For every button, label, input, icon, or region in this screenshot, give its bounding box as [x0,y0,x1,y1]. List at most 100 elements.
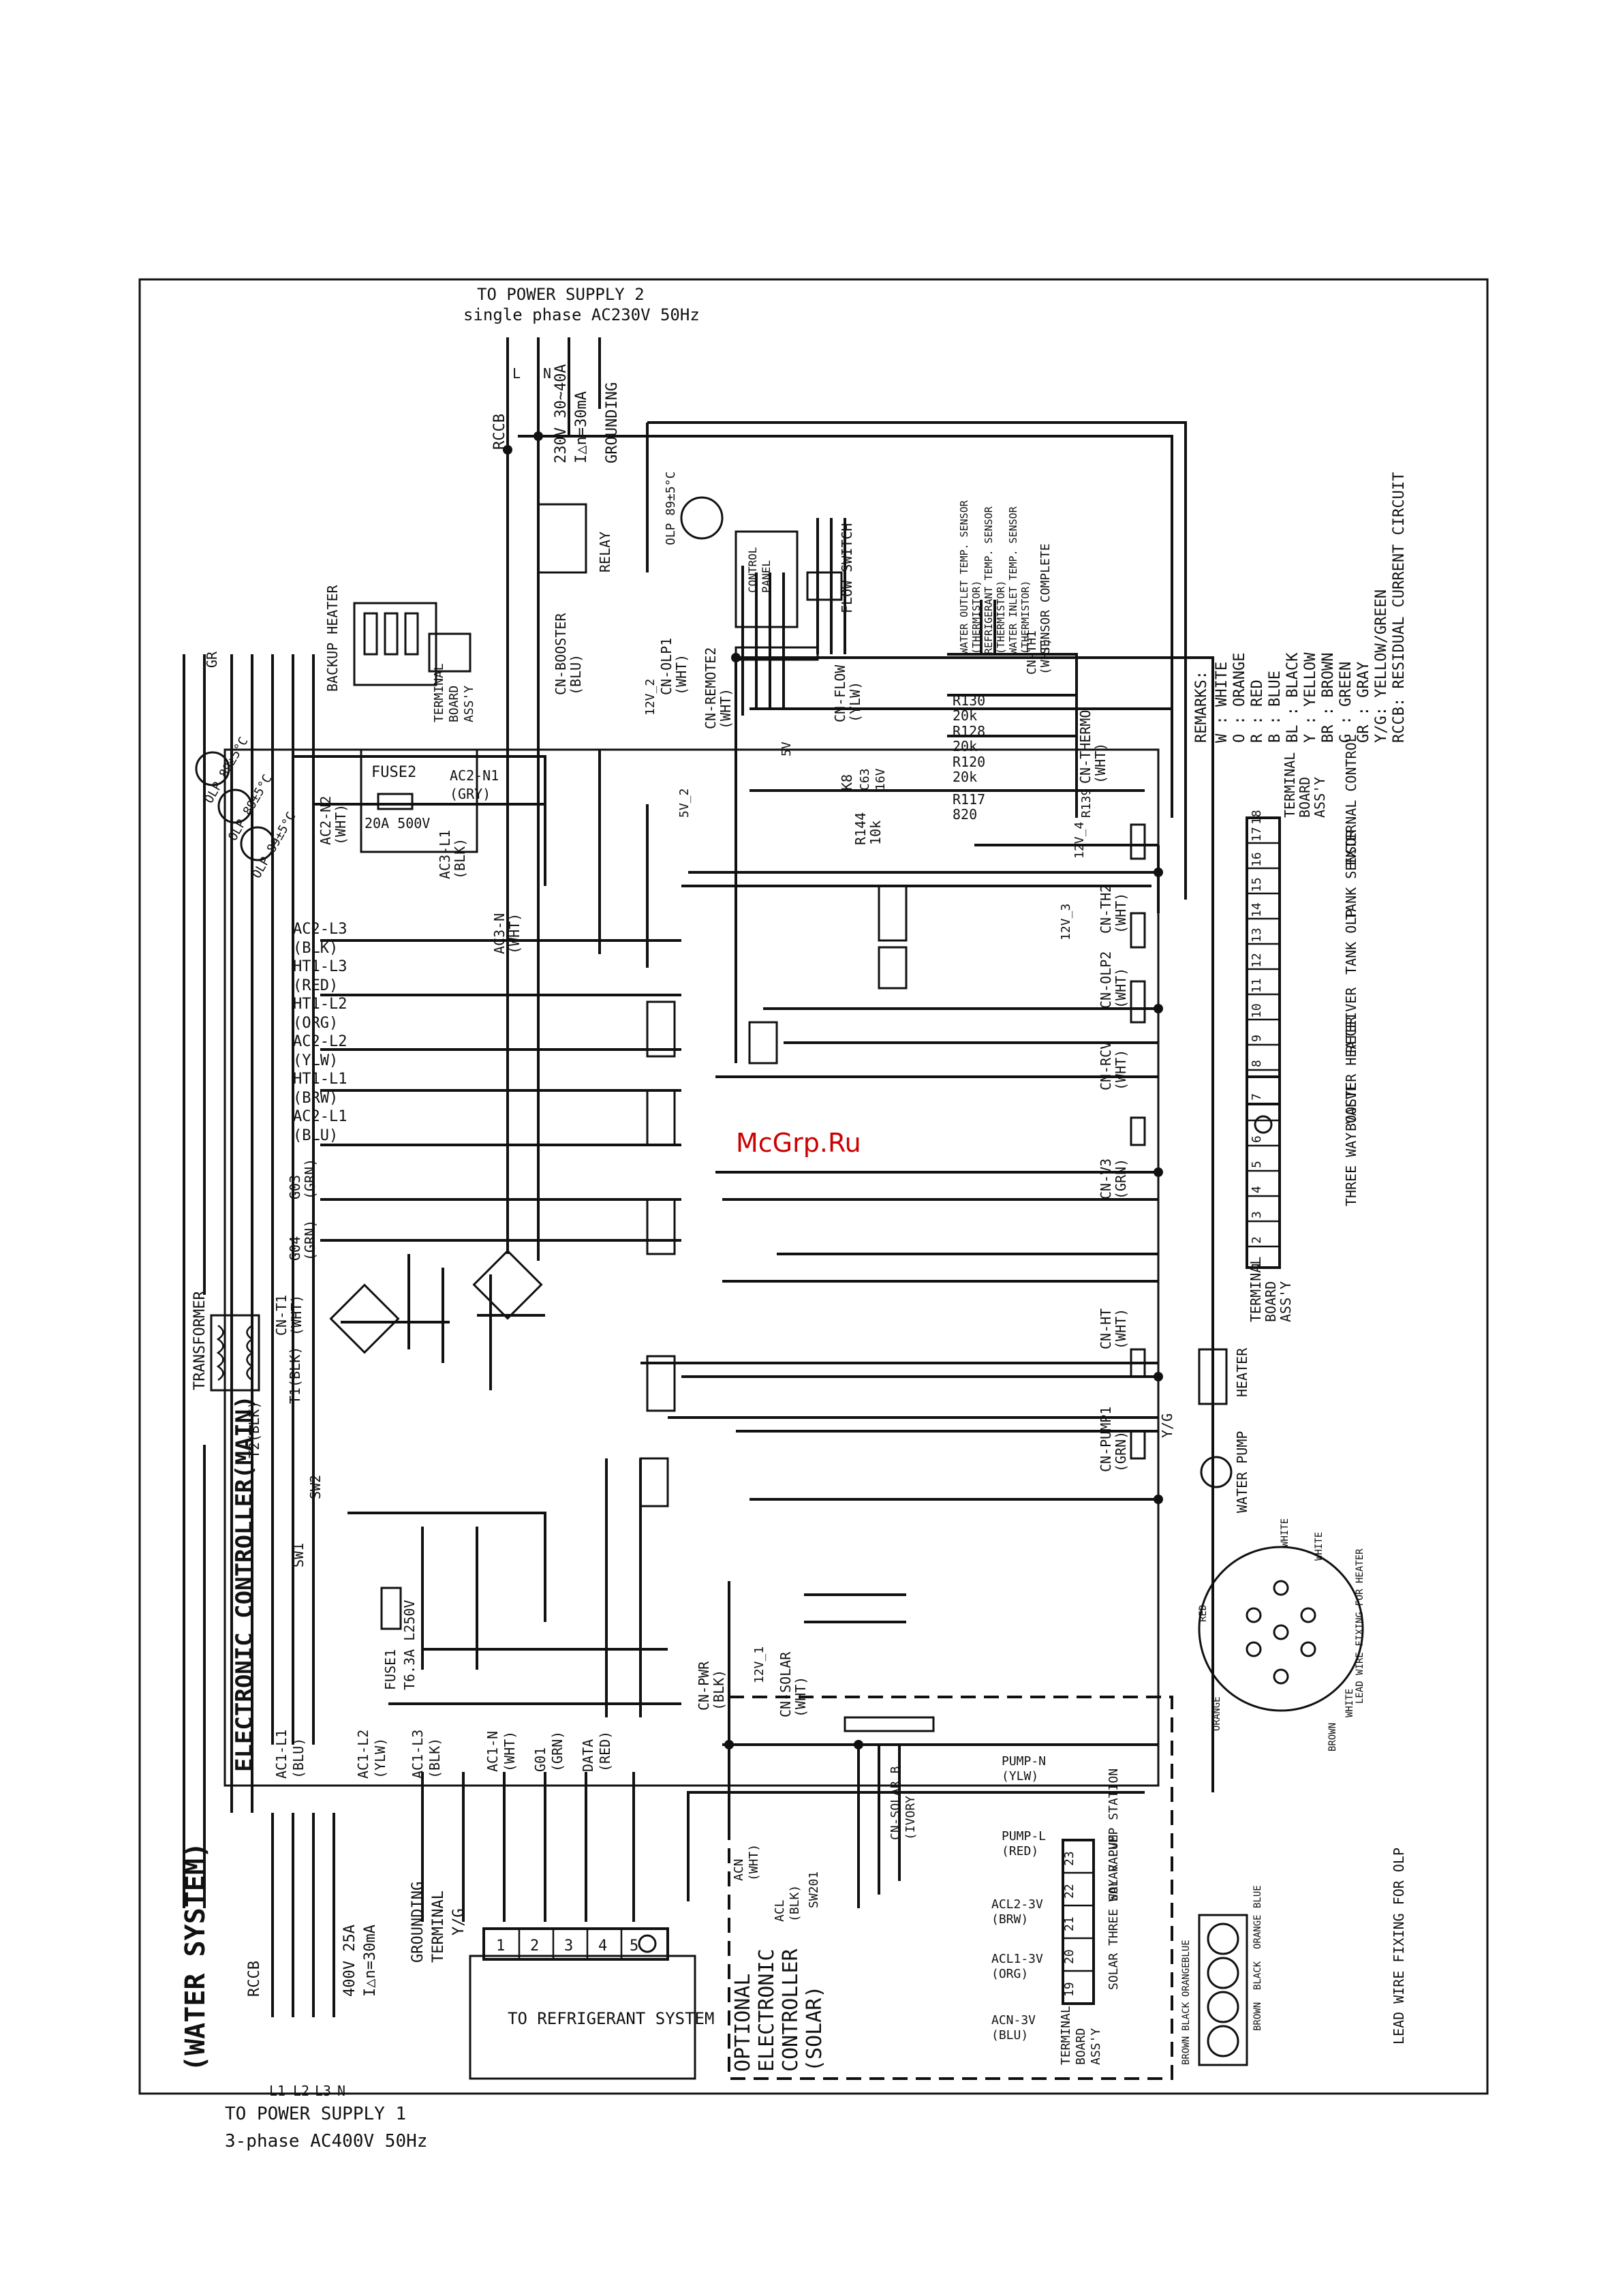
left-connector-labels: AC2-L3 (BLK) HT1-L3 (RED) HT1-L2 (ORG) A… [273,921,347,1336]
svg-text:PANEL: PANEL [760,560,773,593]
svg-text:7: 7 [1250,1093,1264,1101]
svg-text:(WHT): (WHT) [1113,1308,1129,1349]
svg-text:(THERMISTOR): (THERMISTOR) [970,581,983,654]
svg-text:AC1-L2: AC1-L2 [355,1730,371,1779]
olp-left-label-3: OLP 89±5°C [249,810,298,881]
svg-text:AC1-L3: AC1-L3 [409,1730,426,1779]
svg-text:TANK SENSOR: TANK SENSOR [1343,829,1359,920]
svg-text:CN-V3: CN-V3 [1098,1159,1114,1199]
terminal-board-right-label: TERMINAL BOARD ASS'Y TERMINAL BOARD ASS'… [1248,752,1328,1322]
svg-text:HT1-L3: HT1-L3 [293,958,347,975]
svg-text:AC2-L2: AC2-L2 [293,1033,347,1050]
svg-text:CN-SOLAR: CN-SOLAR [777,1651,794,1717]
svg-text:(WHT): (WHT) [288,1295,305,1336]
watermark: McGrp.Ru [736,1128,861,1158]
terminal-numbers-right: 1 2 3 4 5 6 7 8 9 10 11 12 13 14 15 16 1… [1250,810,1264,1269]
svg-text:BL : BLACK: BL : BLACK [1284,652,1301,743]
olp-wire-colors: BLUE ORANGE BLACK BROWN BLUE ORANGE BLAC… [1181,1885,1263,2065]
svg-text:CN-HT: CN-HT [1098,1308,1114,1349]
svg-text:(WHT): (WHT) [1113,968,1129,1009]
svg-text:9: 9 [1250,1035,1264,1042]
svg-text:CN-SOLAR B: CN-SOLAR B [888,1766,903,1840]
svg-text:CN-OLP2: CN-OLP2 [1098,951,1114,1009]
svg-text:(THERMISTOR): (THERMISTOR) [995,581,1007,654]
svg-text:AC2-L3: AC2-L3 [293,921,347,938]
svg-text:W : WHITE: W : WHITE [1214,662,1231,743]
svg-text:20: 20 [1062,1949,1077,1964]
olp-wire-block [1198,1914,1248,2066]
svg-text:CN-FLOW: CN-FLOW [832,664,848,722]
svg-text:CN-RCV: CN-RCV [1098,1041,1114,1090]
svg-text:(WHT): (WHT) [333,804,349,845]
svg-text:20k: 20k [953,769,977,785]
svg-text:13: 13 [1250,928,1264,943]
svg-text:BROWN: BROWN [1327,1723,1338,1751]
svg-text:R : RED: R : RED [1249,679,1266,743]
svg-text:20k: 20k [953,707,977,724]
terminal-board-a-box [428,632,472,673]
svg-text:Y/G: YELLOW/GREEN: Y/G: YELLOW/GREEN [1373,590,1390,743]
svg-text:AC2-N1: AC2-N1 [450,767,499,784]
svg-text:3-phase AC400V 50Hz: 3-phase AC400V 50Hz [225,2131,427,2152]
relay-box [537,503,587,574]
solar-terminal-numbers: 19 20 21 22 23 [1062,1851,1077,1997]
svg-text:(WHT): (WHT) [1038,638,1053,675]
right-cn-labels: CN-THERMO (WHT) CN-TH2 (WHT) CN-OLP2 (WH… [696,710,1129,1717]
svg-text:ACL1-3V: ACL1-3V [991,1952,1043,1966]
svg-text:(IVORY): (IVORY) [903,1788,918,1840]
svg-text:(WHT): (WHT) [673,654,690,695]
svg-text:(ORG): (ORG) [293,1015,338,1032]
svg-text:G01: G01 [532,1747,548,1772]
svg-text:TERMINAL: TERMINAL [432,663,446,722]
resistor-labels: R130 20k R128 20k R120 20k R117 820 R144… [839,692,1094,845]
heater-wire-colors: WHITE WHITE RED ORANGE BROWN WHITE [1198,1518,1355,1751]
rccb-1: RCCB 400V 25A I△n=30mA [246,1925,379,1997]
svg-text:SW201: SW201 [807,1871,821,1908]
transformer-label: TRANSFORMER [191,1291,208,1390]
svg-text:16V: 16V [874,768,888,791]
transformer-symbol [210,1314,260,1392]
svg-text:BOARD: BOARD [1297,777,1313,818]
svg-text:4: 4 [1250,1186,1264,1193]
control-panel-label: CONTROL PANEL [746,547,773,593]
svg-text:14: 14 [1250,902,1264,917]
svg-text:G03: G03 [287,1175,303,1199]
svg-text:L2: L2 [293,2083,309,2099]
svg-text:TERMINAL: TERMINAL [1282,752,1298,818]
svg-text:R130: R130 [953,692,985,709]
svg-text:CN-TH2: CN-TH2 [1098,885,1114,934]
svg-text:CONTROLLER: CONTROLLER [779,1948,803,2072]
svg-text:R117: R117 [953,791,985,808]
svg-text:CN-PUMP1: CN-PUMP1 [1098,1407,1114,1472]
svg-text:Y : YELLOW: Y : YELLOW [1302,652,1319,743]
svg-text:(BLK): (BLK) [711,1670,727,1711]
svg-text:REMARKS:: REMARKS: [1193,671,1210,743]
fuse2-box [360,748,478,853]
svg-text:C63: C63 [858,768,872,791]
control-panel-box [735,530,799,628]
svg-text:WHITE: WHITE [1314,1532,1325,1561]
svg-text:RCCB: RESIDUAL CURRENT CIRCUIT: RCCB: RESIDUAL CURRENT CIRCUIT [1391,472,1408,743]
diagram-frame [138,278,1489,2095]
svg-text:SENSOR COMPLETE: SENSOR COMPLETE [1038,543,1053,654]
heater-symbol [1198,1348,1228,1405]
svg-text:22: 22 [1062,1884,1077,1899]
svg-text:(WHT): (WHT) [792,1677,809,1717]
svg-text:BLUE: BLUE [1181,1940,1192,1963]
power-line-letters: L1 L2 L3 N L N [269,365,551,2099]
svg-text:AC2-N2: AC2-N2 [318,796,334,845]
svg-text:1: 1 [1250,1261,1264,1269]
svg-text:ASS'Y: ASS'Y [1312,777,1328,818]
svg-text:BOARD: BOARD [1074,2028,1088,2065]
connector-blocks [735,646,1146,1732]
water-pump-symbol [1200,1456,1233,1488]
olp-symbol [680,496,724,540]
svg-text:BLACK: BLACK [1252,1961,1263,1990]
svg-text:ORANGE: ORANGE [1211,1696,1222,1731]
svg-text:20A 500V: 20A 500V [365,815,430,831]
svg-text:(GRY): (GRY) [450,786,491,802]
gr-labels: GR Y/G [204,651,1175,1438]
svg-text:CN-BOOSTER: CN-BOOSTER [553,613,569,695]
solar-connector-labels: CN-SOLAR B (IVORY) PUMP-N (YLW) PUMP-L (… [732,1754,1046,2042]
